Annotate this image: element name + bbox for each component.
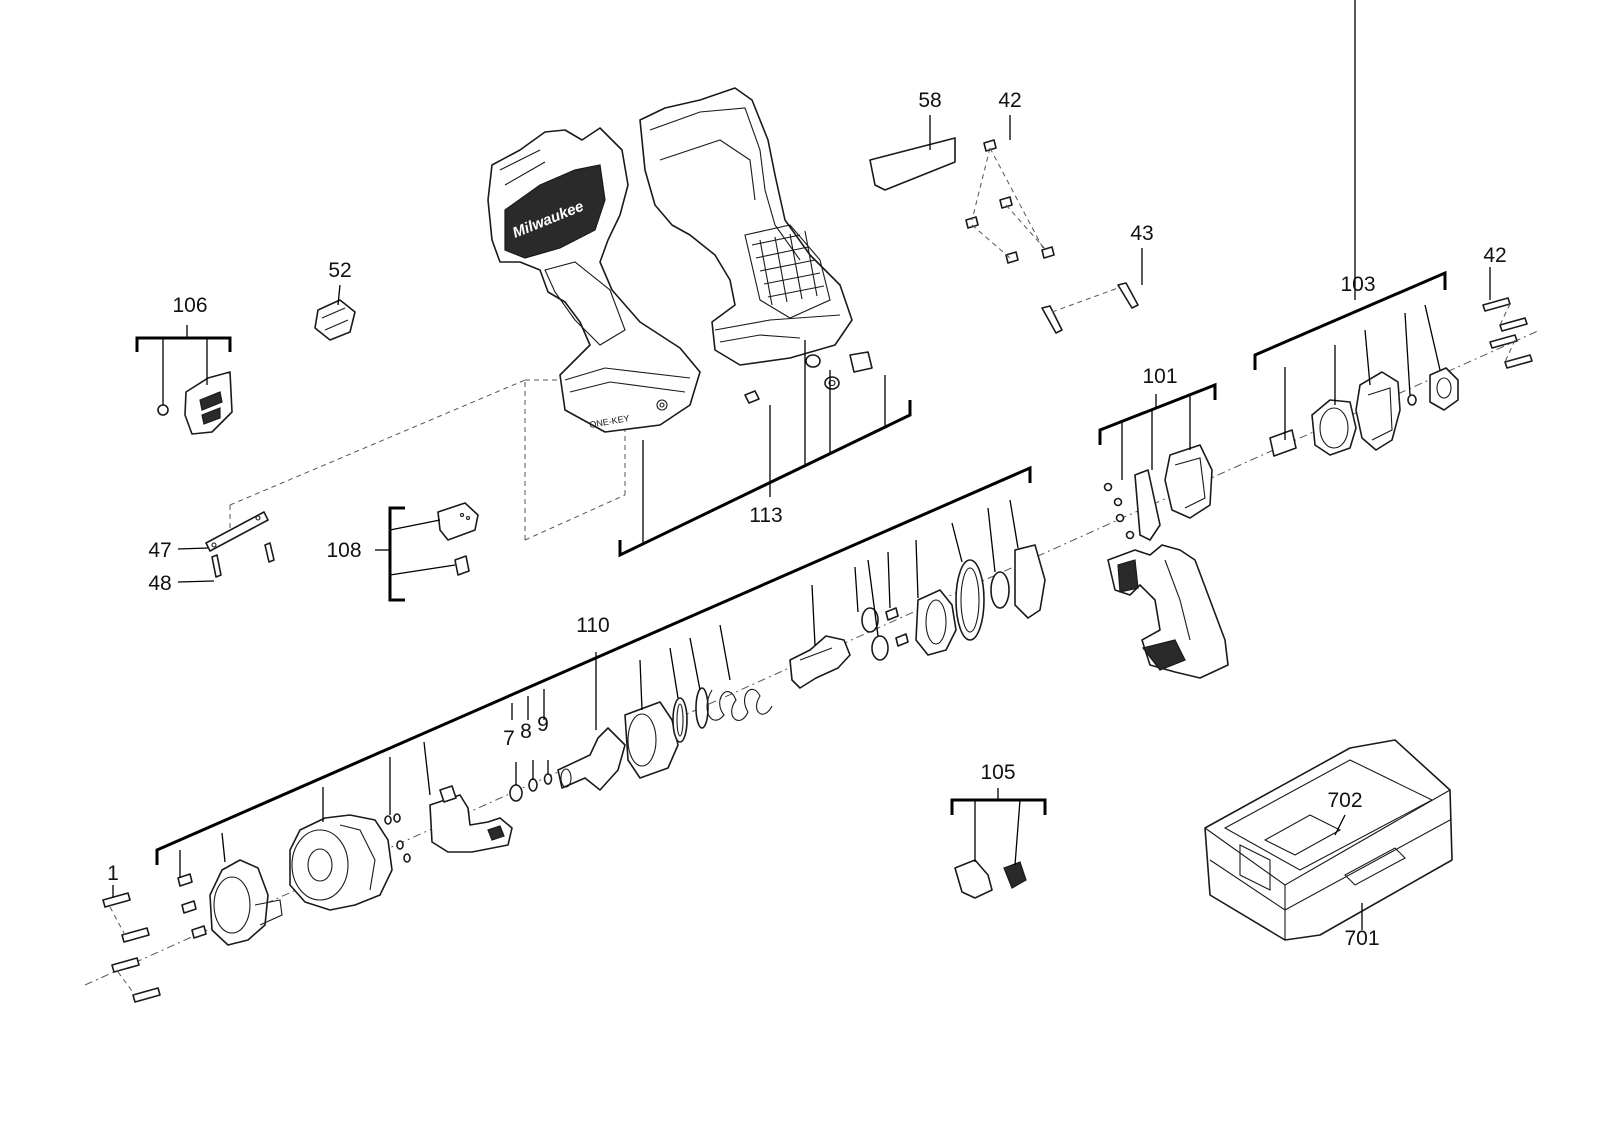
housing-right-half (639, 87, 853, 366)
vent-grid (751, 230, 825, 306)
callout-9: 9 (537, 713, 549, 736)
callout-105: 105 (980, 761, 1015, 784)
callout-numbers: 58 42 43 42 103 52 106 101 113 108 47 48… (107, 89, 1507, 950)
callout-108: 108 (326, 539, 361, 562)
callout-8: 8 (520, 720, 532, 743)
callout-brackets (112, 0, 1491, 930)
screw-set-42-right (1482, 297, 1533, 369)
callout-702: 702 (1327, 789, 1362, 812)
callout-58: 58 (918, 89, 941, 112)
drive-train-110 (177, 544, 1046, 946)
gear-cover-assembly-103 (1269, 367, 1459, 457)
switch-assembly-101 (1103, 444, 1229, 679)
housing-left-half: Milwaukee ONE-KEY (487, 127, 701, 433)
callout-52: 52 (328, 259, 351, 282)
callout-47: 47 (148, 539, 171, 562)
callout-43: 43 (1130, 222, 1153, 245)
label-plate-58 (869, 137, 956, 191)
callout-101: 101 (1142, 365, 1177, 388)
part-108 (437, 502, 479, 576)
carry-case-701 (1204, 739, 1453, 941)
callout-1: 1 (107, 862, 119, 885)
parts-47-48 (205, 511, 275, 578)
callout-7: 7 (503, 727, 515, 750)
part-105 (954, 859, 1027, 899)
screw-set-1 (102, 892, 161, 1003)
part-106 (157, 371, 233, 435)
callout-113: 113 (749, 504, 782, 527)
screw-set-43 (1041, 282, 1139, 334)
callout-110: 110 (576, 614, 609, 637)
callout-42-right: 42 (1483, 244, 1506, 267)
screw-set-42-top (965, 139, 1055, 264)
housing-hardware-113 (744, 351, 873, 404)
part-52 (314, 299, 356, 341)
callout-106: 106 (172, 294, 207, 317)
callout-701: 701 (1344, 927, 1379, 950)
callout-48: 48 (148, 572, 171, 595)
callout-42-top: 42 (998, 89, 1021, 112)
callout-103: 103 (1340, 273, 1375, 296)
